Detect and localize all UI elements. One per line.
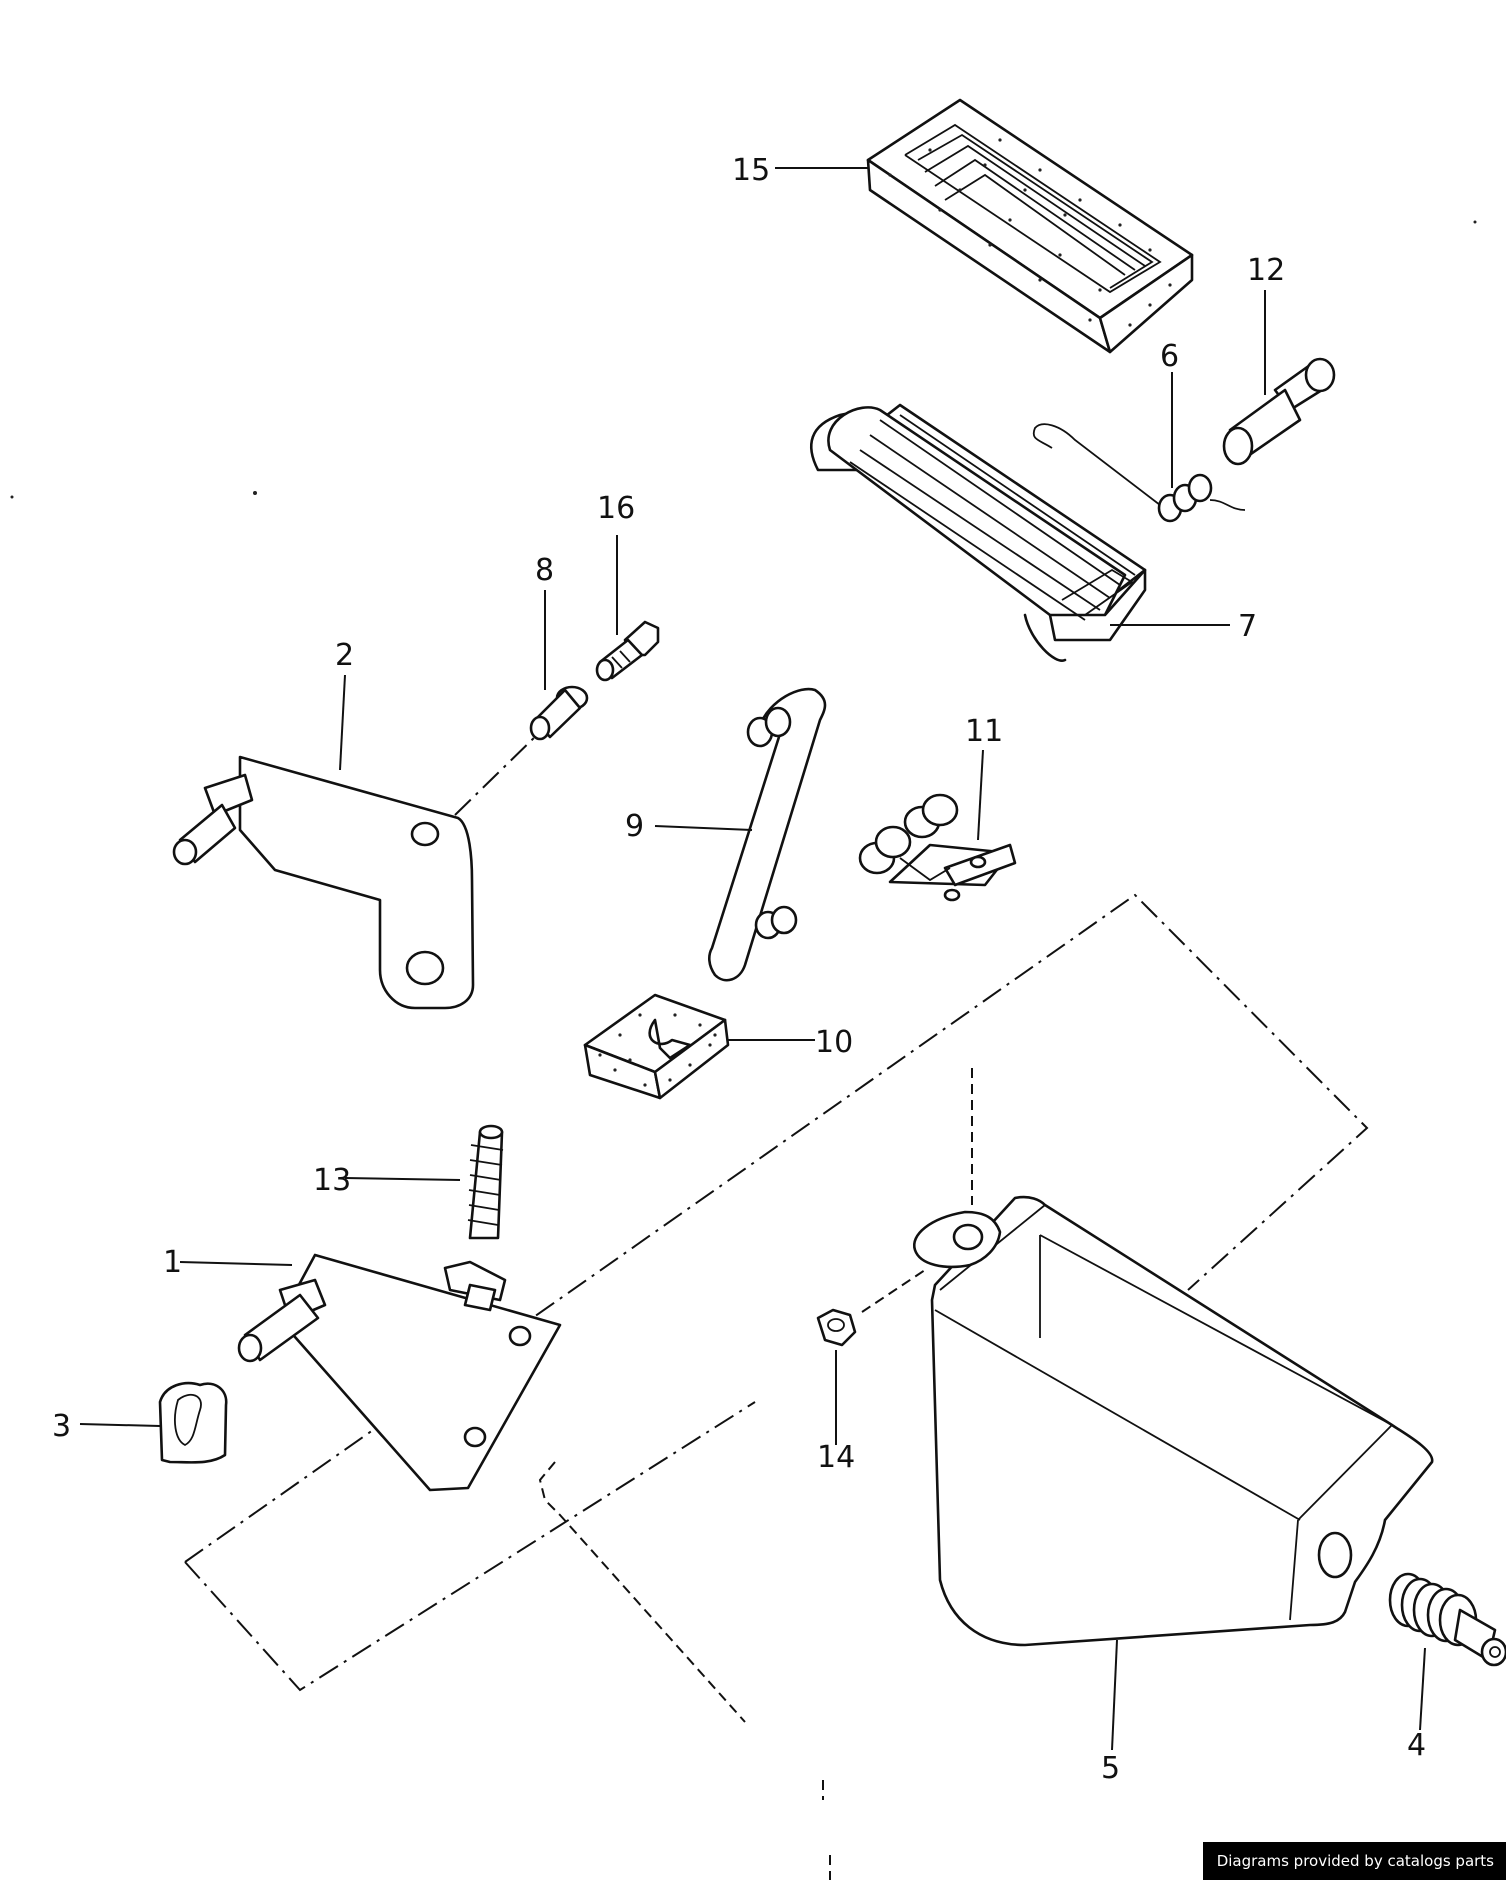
label-8: 8 <box>535 553 554 588</box>
label-2: 2 <box>335 638 354 673</box>
label-16: 16 <box>597 491 635 526</box>
label-12: 12 <box>1247 253 1285 288</box>
part-2-bracket <box>172 755 475 1010</box>
label-14: 14 <box>817 1440 855 1475</box>
diagram-credit: Diagrams provided by catalogs parts <box>1202 1842 1506 1880</box>
part-15-pedal-pad <box>866 98 1194 354</box>
part-10-foam-block <box>583 993 730 1100</box>
part-7-accelerator-pedal <box>809 403 1147 662</box>
label-7: 7 <box>1238 609 1257 644</box>
label-11: 11 <box>965 714 1003 749</box>
label-1: 1 <box>163 1245 182 1280</box>
assembly-guide-lines <box>184 731 1369 1880</box>
part-11-clip <box>858 793 1017 902</box>
part-number-labels: 15 12 6 7 16 8 2 9 11 10 13 1 3 14 5 4 <box>52 153 1426 1786</box>
label-6: 6 <box>1160 339 1179 374</box>
part-12-pin <box>1222 357 1336 466</box>
part-6-spring <box>1032 423 1246 523</box>
label-13: 13 <box>313 1163 351 1198</box>
part-4-bellows-pivot <box>1388 1572 1506 1667</box>
label-3: 3 <box>52 1409 71 1444</box>
label-5: 5 <box>1101 1751 1120 1786</box>
part-5-support-housing <box>912 1195 1434 1647</box>
part-14-nut <box>816 1308 857 1347</box>
scan-specks <box>10 220 1477 499</box>
leader-lines <box>79 167 1426 1751</box>
label-9: 9 <box>625 809 644 844</box>
part-13-threaded-stud <box>467 1124 504 1240</box>
label-4: 4 <box>1407 1728 1426 1763</box>
part-16-bolt <box>595 620 660 682</box>
part-8-shoulder-pin <box>529 685 589 741</box>
label-15: 15 <box>732 153 770 188</box>
part-1-pedal-bracket <box>237 1253 562 1492</box>
label-10: 10 <box>815 1025 853 1060</box>
part-3-clip <box>158 1381 228 1464</box>
part-9-linkage-rod <box>708 687 827 982</box>
